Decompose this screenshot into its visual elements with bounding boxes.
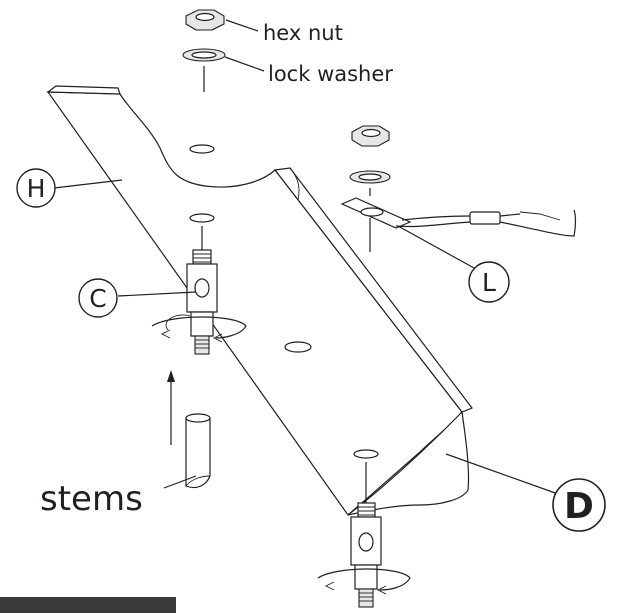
stems-label: stems [40,479,143,519]
bottom-dark-bar [0,597,176,613]
hex-nut-leader [225,19,259,32]
callout-h-label: H [27,174,46,203]
lock-washer-leader [224,56,265,72]
callout-h: H [16,168,56,208]
callout-c: C [78,278,118,318]
callout-l: L [468,261,510,303]
hex-nut-label: hex nut [263,21,343,45]
h-leader [53,179,123,189]
callout-d: D [552,478,606,532]
stem-tube [185,413,211,489]
c-leader [117,291,197,297]
lock-washer-label: lock washer [268,62,393,86]
upper-coupling [151,226,247,355]
top-hex-nut [185,9,225,31]
ground-lug-bracket [340,197,577,237]
stems-leader [163,475,197,489]
callout-l-label: L [482,268,496,297]
lower-coupling [317,462,411,608]
callout-c-label: C [89,284,106,313]
d-leader [445,453,559,495]
stem-arrow [167,370,175,445]
right-lock-washer [349,170,391,184]
right-hex-nut [351,125,390,147]
top-lock-washer [182,48,226,62]
canopy-bracket [46,85,473,516]
l-leader [397,225,475,269]
callout-d-label: D [564,486,594,527]
